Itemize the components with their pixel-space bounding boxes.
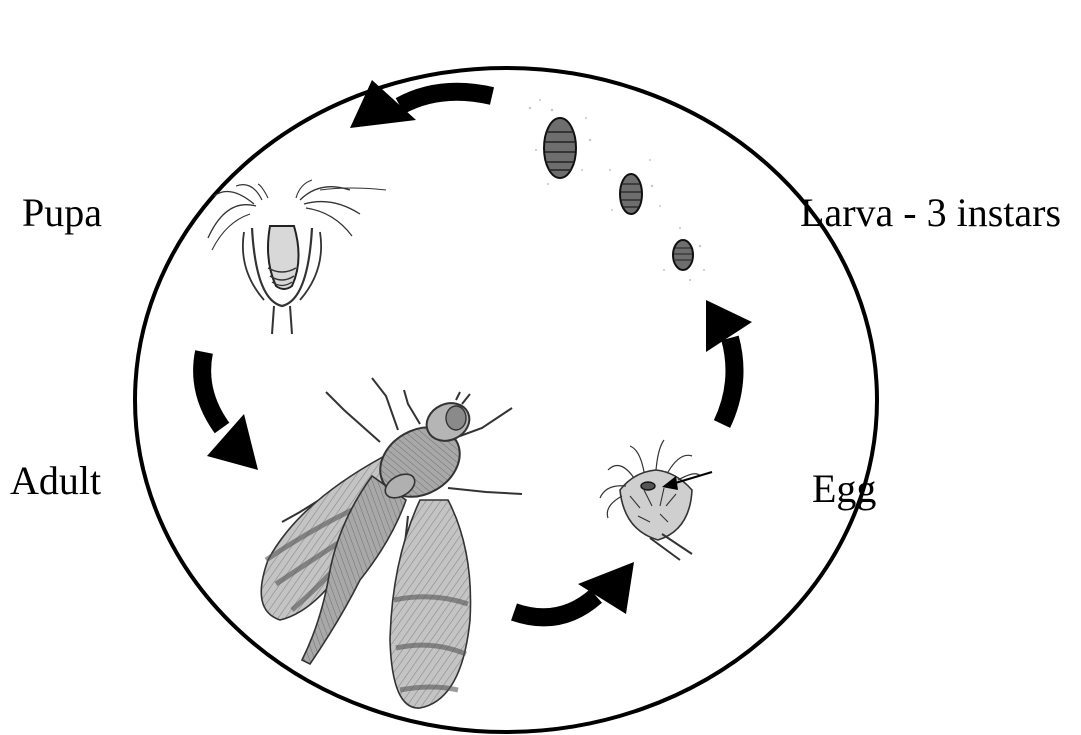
curved-arrow-icon bbox=[350, 80, 492, 128]
label-pupa: Pupa bbox=[22, 190, 102, 235]
curved-arrow-icon bbox=[202, 352, 258, 470]
larva-medium bbox=[620, 174, 642, 214]
label-egg: Egg bbox=[812, 466, 876, 511]
label-larva: Larva - 3 instars bbox=[800, 190, 1061, 235]
adult-fly-illustration bbox=[261, 378, 522, 708]
curved-arrow-icon bbox=[706, 300, 752, 424]
egg-illustration bbox=[600, 440, 712, 560]
label-adult: Adult bbox=[10, 458, 101, 503]
larva-illustration bbox=[529, 99, 705, 281]
larva-small bbox=[673, 240, 693, 270]
larva-large bbox=[544, 118, 576, 178]
curved-arrow-icon bbox=[514, 562, 634, 617]
fly-wing-right bbox=[390, 500, 471, 708]
cycle-circle bbox=[135, 68, 877, 732]
pupa-illustration bbox=[208, 180, 386, 334]
